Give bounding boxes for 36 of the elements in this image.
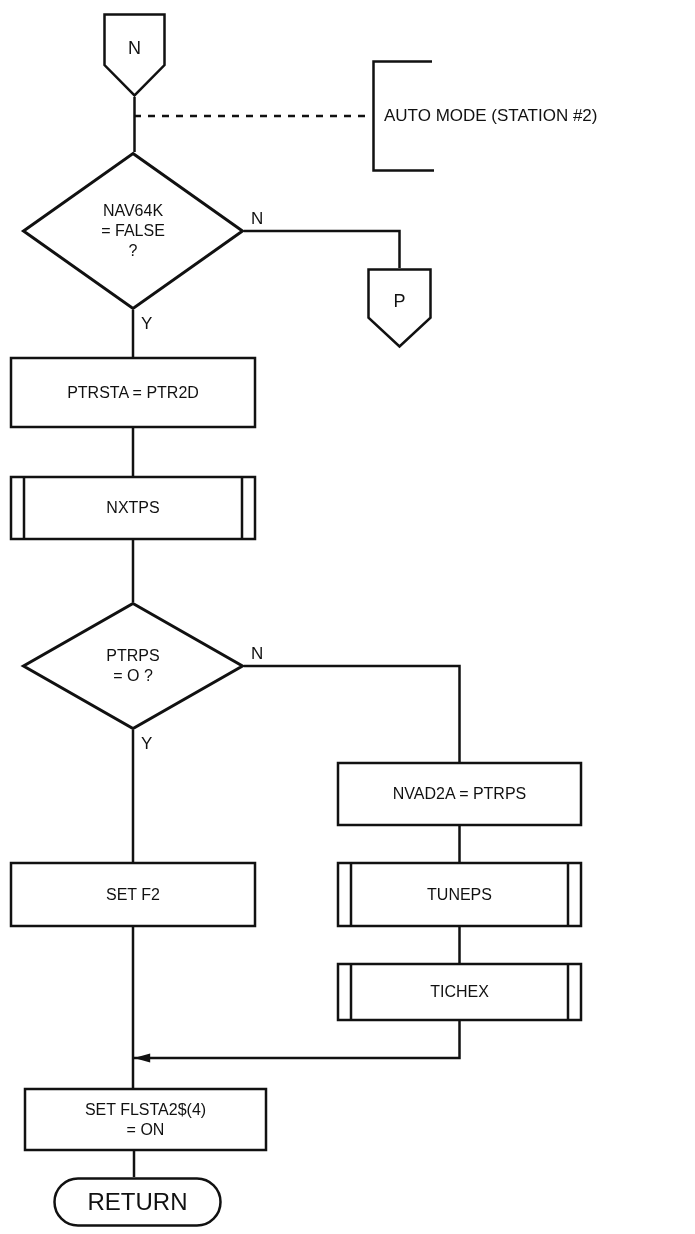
node-text: TUNEPS xyxy=(427,884,492,905)
connector-line xyxy=(131,540,135,602)
offpage-connector xyxy=(367,268,432,348)
node-text: N xyxy=(128,36,141,59)
connector-line xyxy=(131,310,135,357)
process-box xyxy=(10,862,256,927)
subroutine-box xyxy=(337,963,582,1021)
connector-line xyxy=(131,927,135,1088)
connector-line xyxy=(244,229,401,268)
connector-line xyxy=(131,428,135,476)
node-text: SET F2 xyxy=(106,884,160,905)
subroutine-box xyxy=(10,476,256,540)
connector-line xyxy=(244,664,461,762)
node-text: PTRPS = O ? xyxy=(105,646,161,686)
connector-line xyxy=(458,826,461,862)
process-box xyxy=(24,1088,267,1151)
node-text: AUTO MODE (STATION #2) xyxy=(384,105,598,127)
connector-line xyxy=(458,927,461,963)
connector-line xyxy=(133,97,136,152)
connector-line xyxy=(132,1151,136,1177)
decision-diamond xyxy=(22,602,244,730)
node-text: TICHEX xyxy=(430,982,489,1002)
offpage-connector xyxy=(103,13,166,97)
connector-line xyxy=(134,1021,461,1063)
process-box xyxy=(10,357,256,428)
node-text: P xyxy=(393,290,406,313)
decision-diamond xyxy=(22,152,244,310)
node-text: NXTPS xyxy=(106,498,160,518)
node-text: RETURN xyxy=(87,1187,188,1217)
connector-line xyxy=(131,730,135,862)
node-text: PTRSTA = PTR2D xyxy=(67,382,199,403)
node-text: NVAD2A = PTRPS xyxy=(392,784,527,804)
process-box xyxy=(337,762,582,826)
subroutine-box xyxy=(337,862,582,927)
node-text: SET FLSTA2$(4) = ON xyxy=(83,1099,208,1140)
node-text: NAV64K = FALSE ? xyxy=(100,201,166,261)
